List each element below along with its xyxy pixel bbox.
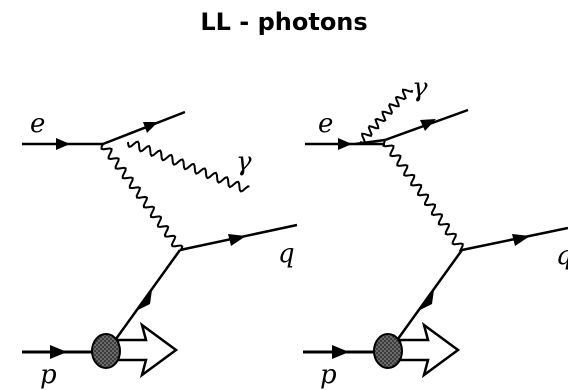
proton-remnant-arrow	[116, 321, 179, 379]
quark-in-line	[106, 249, 182, 351]
electron-label: e	[30, 109, 45, 139]
quark-out-arrow	[228, 234, 246, 246]
proton-blob	[373, 333, 403, 369]
proton-remnant-arrow	[398, 321, 461, 379]
quark-out-arrow	[512, 234, 530, 246]
exchange-photon-wavy-line	[382, 140, 464, 253]
exchange-photon-wavy-line	[100, 143, 184, 250]
photon-wavy-line	[127, 140, 250, 193]
quark-in-arrow	[420, 290, 434, 310]
quark-label: q	[556, 241, 568, 271]
proton-label: p	[320, 360, 337, 390]
electron-label: e	[318, 109, 333, 139]
proton-label: p	[40, 360, 57, 390]
photon-label: γ	[236, 147, 252, 177]
left-diagram: e γ q p	[22, 109, 298, 390]
outgoing-electron-arrow	[420, 119, 436, 131]
right-diagram: e γ q p	[303, 73, 568, 390]
proton-blob	[91, 333, 121, 369]
page-title: LL - photons	[200, 8, 368, 36]
photon-wavy-line	[359, 88, 414, 145]
photon-label: γ	[412, 73, 428, 103]
incoming-electron-arrow	[56, 138, 70, 150]
incoming-electron-arrow	[338, 138, 352, 150]
incoming-proton-arrow	[50, 345, 67, 359]
electron-mid-line	[354, 138, 386, 146]
quark-in-line	[388, 249, 464, 351]
quark-label: q	[278, 239, 295, 269]
quark-in-arrow	[138, 290, 152, 310]
incoming-proton-arrow	[332, 345, 349, 359]
outgoing-electron-arrow	[143, 122, 158, 133]
outgoing-electron-line	[102, 110, 186, 146]
